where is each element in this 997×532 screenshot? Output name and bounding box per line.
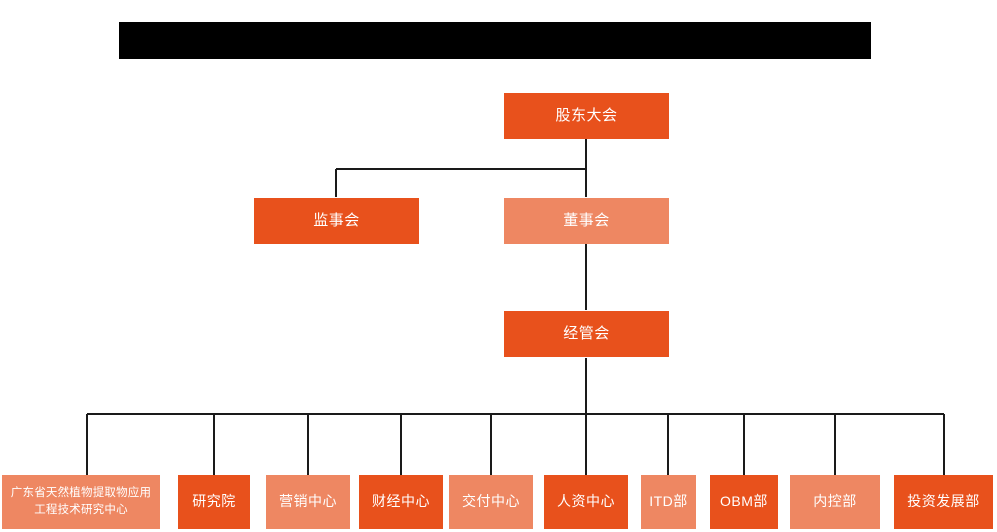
node-internal-control-department[interactable]: 内控部 <box>790 475 880 529</box>
node-management-committee[interactable]: 经管会 <box>504 311 669 357</box>
node-itd-department[interactable]: ITD部 <box>641 475 696 529</box>
node-research-institute[interactable]: 研究院 <box>178 475 250 529</box>
node-obm-department[interactable]: OBM部 <box>710 475 778 529</box>
node-shareholders-meeting[interactable]: 股东大会 <box>504 93 669 139</box>
node-delivery-center[interactable]: 交付中心 <box>449 475 533 529</box>
node-finance-center[interactable]: 财经中心 <box>359 475 443 529</box>
node-hr-center[interactable]: 人资中心 <box>544 475 628 529</box>
redacted-title-bar <box>119 22 871 59</box>
node-marketing-center[interactable]: 营销中心 <box>266 475 350 529</box>
node-guangdong-plant-extract-research-center[interactable]: 广东省天然植物提取物应用工程技术研究中心 <box>2 475 160 529</box>
node-investment-development-department[interactable]: 投资发展部 <box>894 475 993 529</box>
node-board-of-supervisors[interactable]: 监事会 <box>254 198 419 244</box>
node-board-of-directors[interactable]: 董事会 <box>504 198 669 244</box>
